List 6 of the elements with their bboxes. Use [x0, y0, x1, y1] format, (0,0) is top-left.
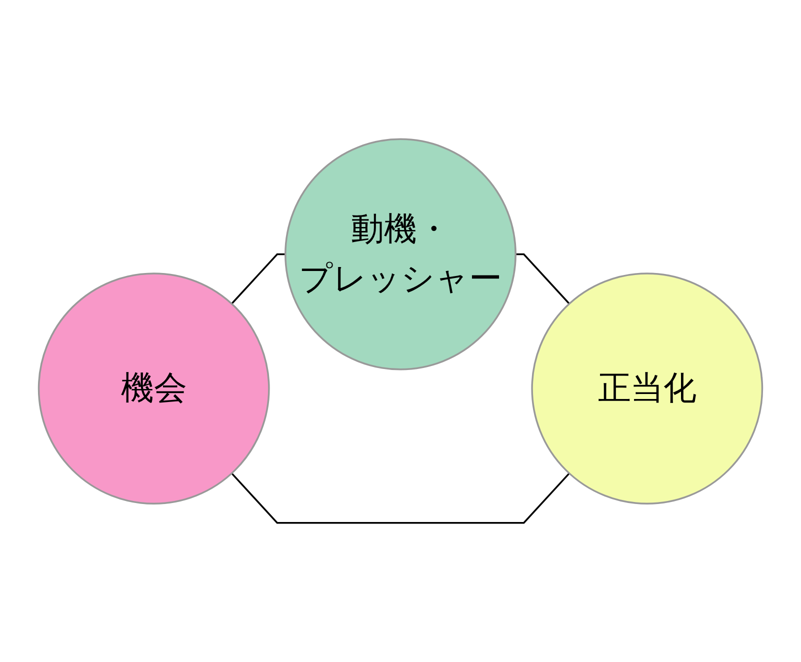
node-circle: 機会	[38, 272, 270, 505]
connector	[231, 472, 570, 524]
connector	[516, 253, 570, 304]
node-circle: 動機・プレッシャー	[284, 138, 516, 370]
node-circle: 正当化	[531, 272, 764, 505]
connector	[231, 253, 286, 304]
